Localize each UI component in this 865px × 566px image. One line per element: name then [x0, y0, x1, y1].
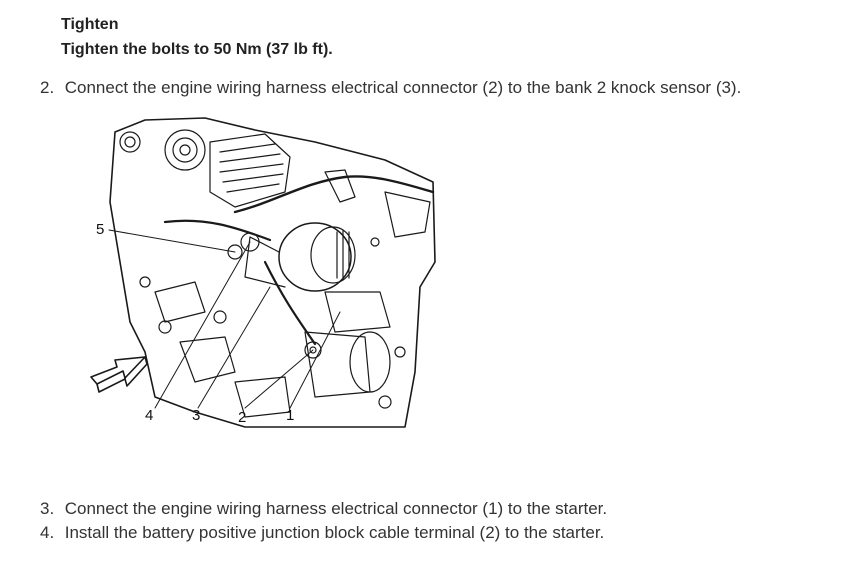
step-number: 3. — [40, 499, 55, 518]
step-3: 3. Connect the engine wiring harness ele… — [40, 498, 607, 520]
step-4: 4. Install the battery positive junction… — [40, 522, 604, 544]
step-text: Connect the engine wiring harness electr… — [64, 78, 742, 97]
callout-1: 1 — [286, 407, 295, 424]
tighten-title: Tighten — [61, 16, 119, 33]
step-text: Install the battery positive junction bl… — [64, 523, 605, 542]
step-number: 4. — [40, 523, 55, 542]
step-text: Connect the engine wiring harness electr… — [64, 499, 608, 518]
engine-illustration: 5 4 3 2 1 — [85, 112, 440, 432]
step-number: 2. — [40, 78, 55, 97]
view-direction-arrow-icon — [90, 356, 148, 393]
callout-2: 2 — [238, 409, 247, 426]
callout-3: 3 — [192, 407, 201, 424]
engine-line-drawing — [90, 117, 436, 428]
callout-5: 5 — [96, 221, 105, 238]
tighten-note: Tighten Tighten the bolts to 50 Nm (37 l… — [61, 14, 333, 61]
step-2: 2. Connect the engine wiring harness ele… — [40, 77, 741, 99]
tighten-spec: Tighten the bolts to 50 Nm (37 lb ft). — [61, 41, 333, 58]
callout-4: 4 — [145, 407, 154, 424]
